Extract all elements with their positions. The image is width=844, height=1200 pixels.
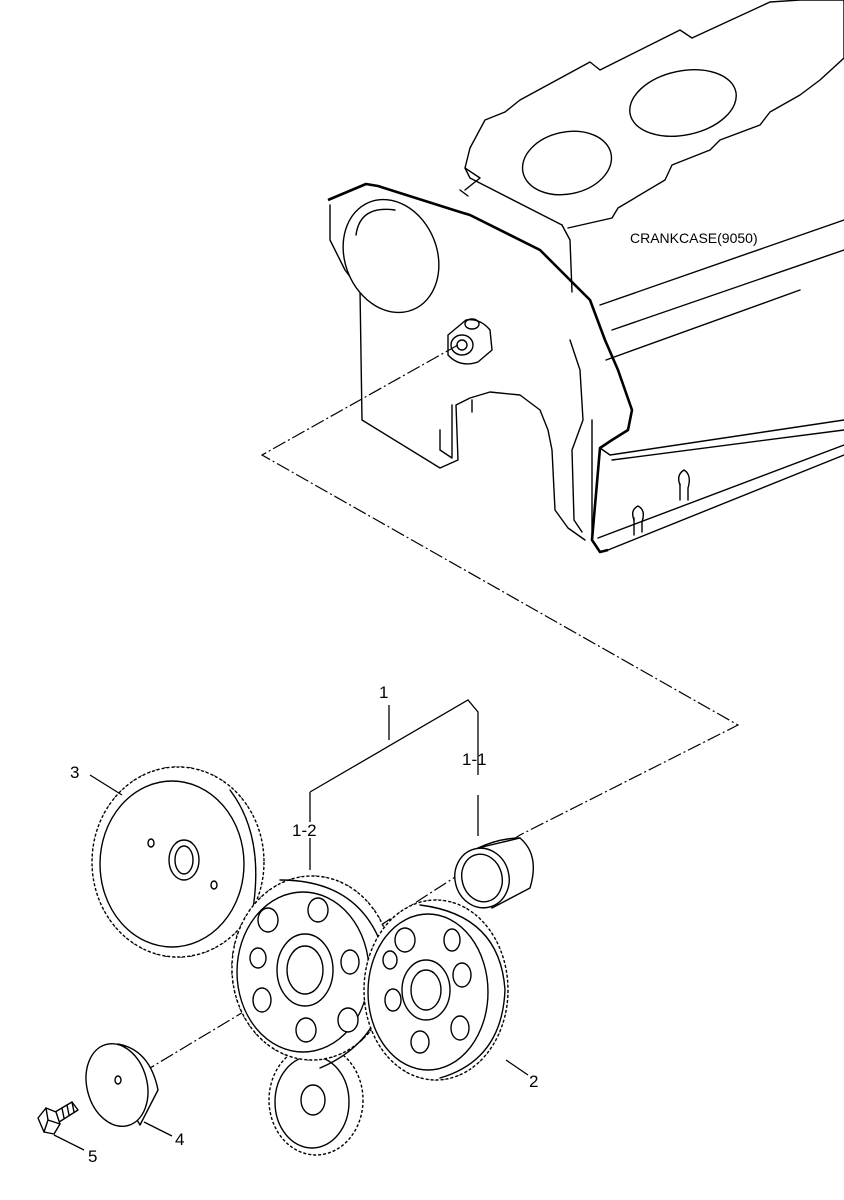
gear-right — [363, 899, 509, 1081]
crankcase-drawing — [327, 0, 844, 554]
part-3-label: 3 — [70, 763, 79, 782]
part-5-label: 5 — [88, 1147, 97, 1166]
part-4-label: 4 — [175, 1130, 184, 1149]
bushing — [454, 837, 534, 909]
part-2-label: 2 — [529, 1072, 538, 1091]
gear-small-bottom — [268, 1044, 364, 1156]
part-1-2-label: 1-2 — [292, 821, 317, 840]
crankcase-label: CRANKCASE(9050) — [630, 230, 758, 246]
leader-lines — [53, 699, 529, 1151]
bolt — [37, 1101, 79, 1135]
part-1-1-label: 1-1 — [462, 750, 487, 769]
thrust-washer — [85, 1042, 159, 1128]
part-1-label: 1 — [379, 683, 388, 702]
gear-center — [231, 875, 393, 1069]
gear-large-left — [91, 766, 265, 958]
